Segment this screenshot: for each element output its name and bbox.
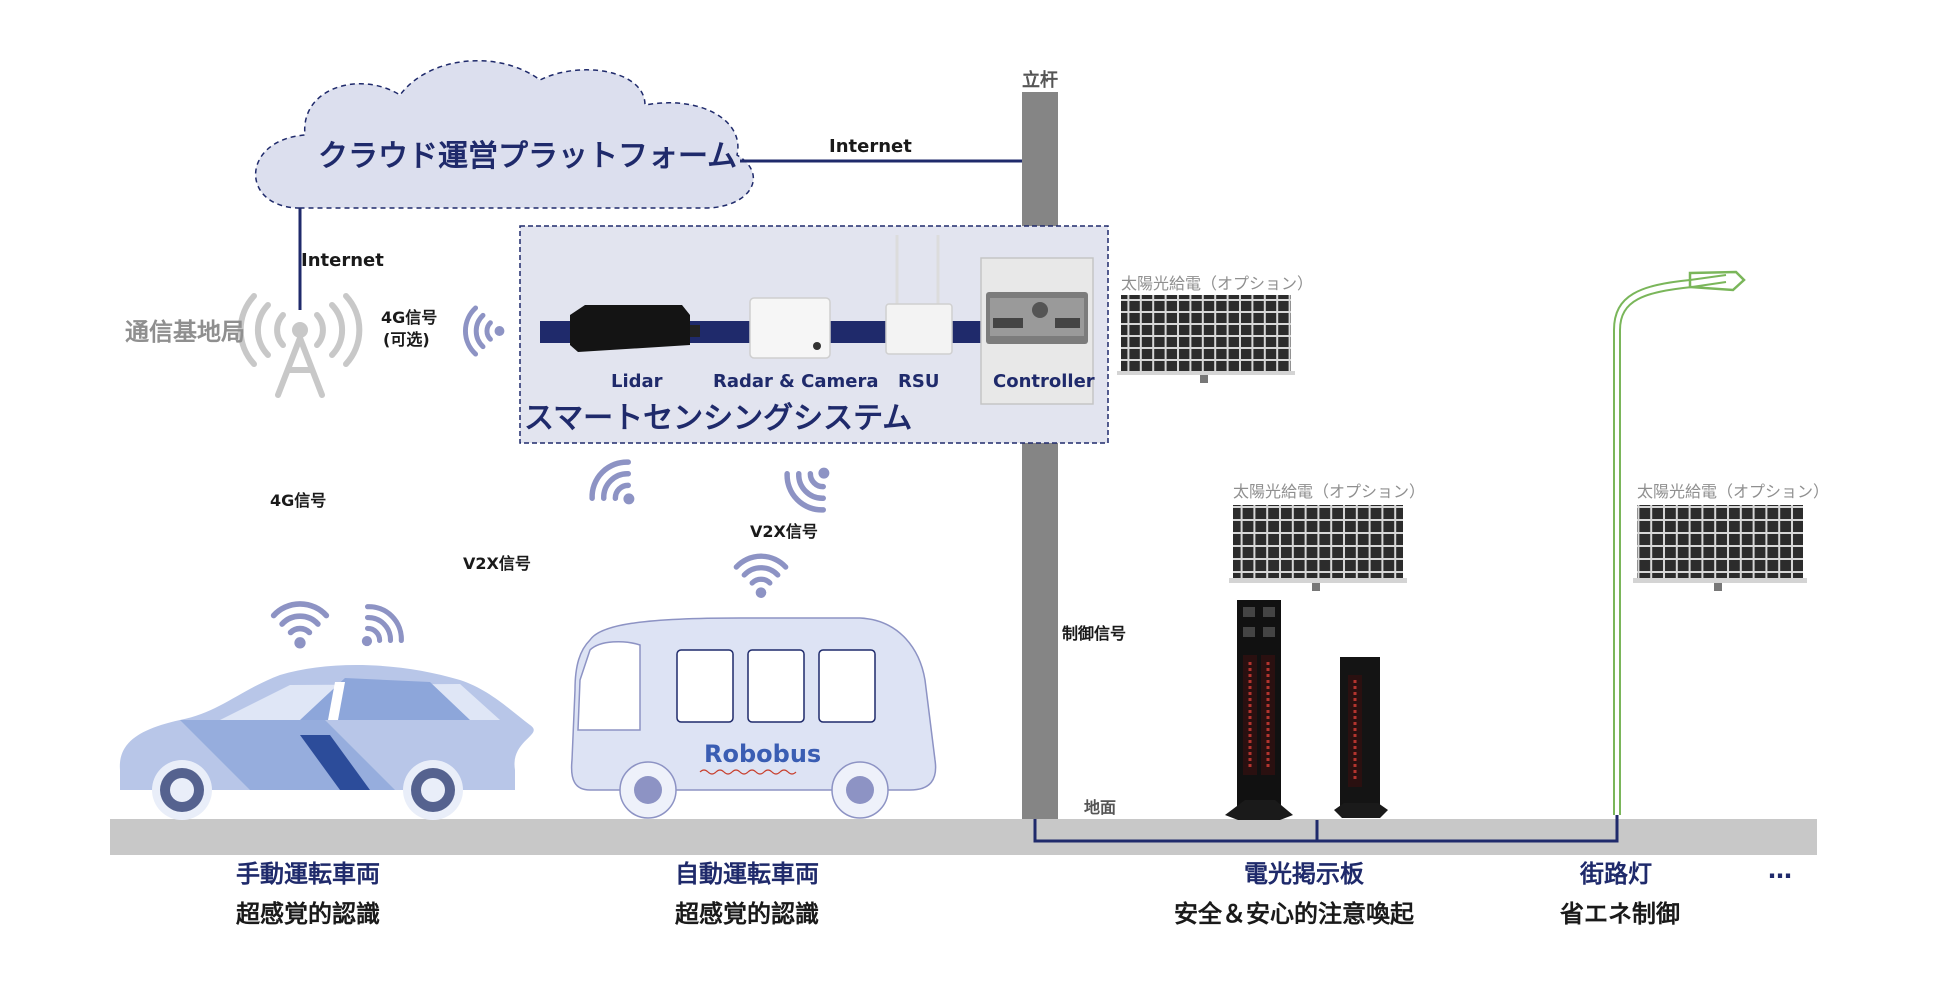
rsu-device xyxy=(885,235,953,355)
device-label-lidar: Lidar xyxy=(611,371,663,392)
cloud-title: クラウド運営プラットフォーム xyxy=(318,139,738,174)
signboard-title: 電光掲示板 xyxy=(1244,860,1364,888)
solar-panel-signboard xyxy=(1229,505,1407,591)
signal-4g-optional-label: 4G信号 xyxy=(381,308,438,327)
pole xyxy=(1022,92,1058,819)
device-label-rsu: RSU xyxy=(898,371,940,392)
manual-vehicle-title: 手動運転車両 xyxy=(236,860,380,888)
solar-label-pole: 太陽光給電（オプション） xyxy=(1121,274,1314,293)
device-label-controller: Controller xyxy=(993,371,1095,392)
streetlight-title: 街路灯 xyxy=(1580,860,1652,888)
digital-signboard-large xyxy=(1225,600,1293,820)
manual-car xyxy=(119,664,534,820)
solar-label-signboard: 太陽光給電（オプション） xyxy=(1233,482,1426,501)
manual-vehicle-subtitle: 超感覚的認識 xyxy=(236,900,380,928)
signal-v2x-right-label: V2X信号 xyxy=(750,522,818,541)
wifi-icon xyxy=(465,308,504,354)
bus-brand-label: Robobus xyxy=(704,740,822,768)
internet-label-pole: Internet xyxy=(829,136,912,157)
solar-panel-streetlight xyxy=(1633,505,1807,591)
control-signal-label: 制御信号 xyxy=(1062,624,1127,643)
autonomous-vehicle-title: 自動運転車両 xyxy=(675,860,819,888)
wifi-icon xyxy=(584,454,651,521)
solar-label-streetlight: 太陽光給電（オプション） xyxy=(1637,482,1830,501)
signal-v2x-left-label: V2X信号 xyxy=(463,554,531,573)
signal-4g-optional-note: (可选) xyxy=(383,330,430,349)
signboard-subtitle: 安全＆安心的注意喚起 xyxy=(1174,900,1414,928)
radar-camera-device xyxy=(749,297,831,359)
digital-signboard-small xyxy=(1334,657,1388,818)
lidar-device xyxy=(570,305,700,352)
controller-device xyxy=(980,257,1094,405)
robobus xyxy=(570,617,937,819)
base-station-label: 通信基地局 xyxy=(125,318,245,346)
wifi-icon xyxy=(779,451,846,518)
ground-strip xyxy=(110,819,1817,855)
more-ellipsis: … xyxy=(1768,856,1792,884)
cloud-shape xyxy=(254,59,755,209)
pole-label: 立杆 xyxy=(1022,70,1058,91)
signal-4g-label: 4G信号 xyxy=(270,491,327,510)
streetlight-subtitle: 省エネ制御 xyxy=(1560,900,1680,928)
device-label-radar-camera: Radar & Camera xyxy=(713,371,879,392)
solar-panel-pole xyxy=(1117,295,1295,383)
wifi-icon xyxy=(736,556,785,598)
ground-label: 地面 xyxy=(1084,798,1117,817)
autonomous-vehicle-subtitle: 超感覚的認識 xyxy=(675,900,819,928)
sensing-system-title: スマートセンシングシステム xyxy=(524,401,913,436)
antenna-tower-icon xyxy=(237,293,363,398)
camera-lens-icon xyxy=(813,342,821,350)
wifi-icon xyxy=(346,599,408,661)
internet-label-station: Internet xyxy=(301,250,384,271)
wifi-icon xyxy=(274,604,327,649)
street-light xyxy=(1613,270,1746,815)
